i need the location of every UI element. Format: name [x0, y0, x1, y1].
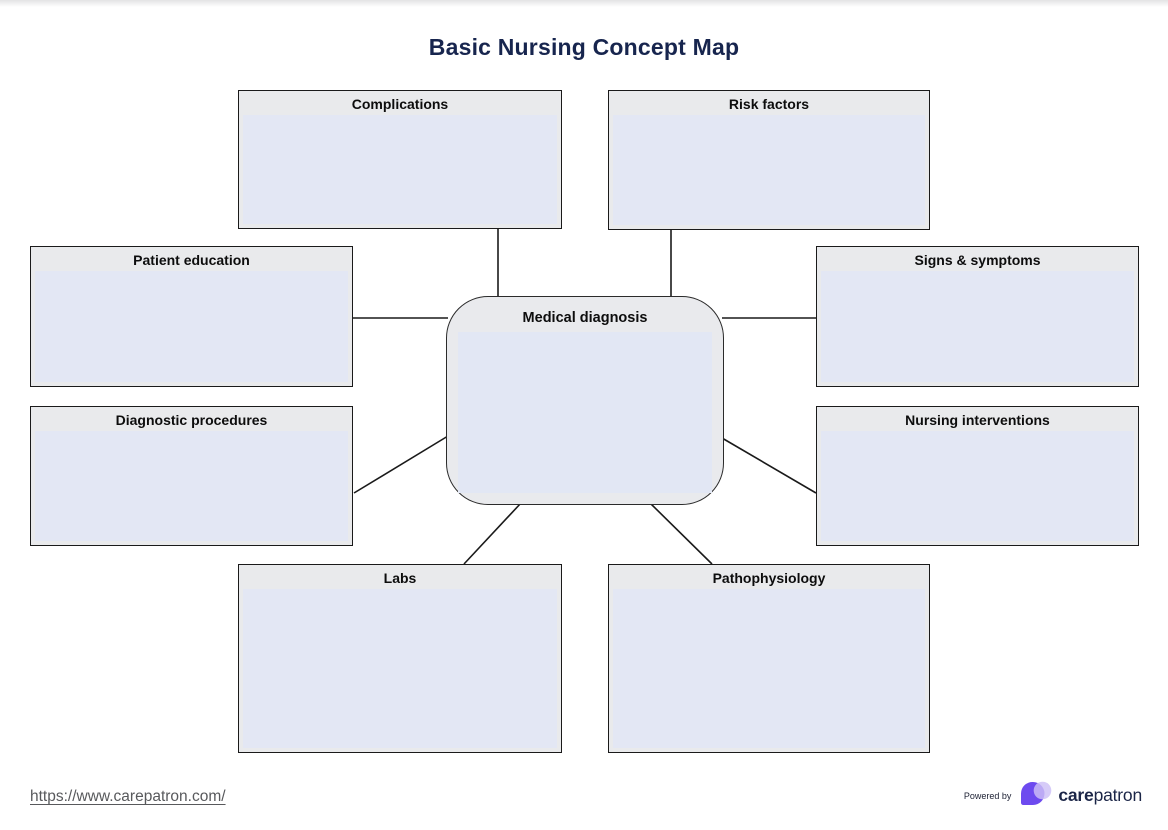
carepatron-url-link[interactable]: https://www.carepatron.com/	[30, 788, 226, 805]
node-label: Diagnostic procedures	[115, 412, 268, 428]
node-complications: Complications	[238, 90, 562, 229]
carepatron-logo-icon	[1021, 781, 1052, 805]
node-patient-education-field[interactable]	[35, 271, 348, 382]
top-edge-shadow	[0, 0, 1168, 7]
node-signs-symptoms: Signs & symptoms	[816, 246, 1139, 387]
node-nursing-interventions-field[interactable]	[821, 431, 1134, 541]
node-label: Nursing interventions	[905, 412, 1050, 428]
node-label: Complications	[351, 96, 449, 112]
node-risk-factors-field[interactable]	[613, 115, 925, 225]
node-signs-symptoms-field[interactable]	[821, 271, 1134, 382]
node-label: Patient education	[133, 252, 250, 268]
wordmark-patron: patron	[1093, 785, 1143, 805]
wordmark-care: care	[1058, 785, 1094, 805]
powered-by-label: Powered by	[963, 790, 1012, 801]
footer: https://www.carepatron.com/ Powered by c…	[0, 780, 1168, 816]
node-pathophysiology-field[interactable]	[613, 589, 925, 748]
node-label: Medical diagnosis	[522, 310, 648, 326]
node-diagnostic-procedures: Diagnostic procedures	[30, 406, 353, 546]
carepatron-brand-link[interactable]: Powered by carepatron	[964, 780, 1142, 811]
node-medical-diagnosis-field[interactable]	[458, 332, 712, 493]
node-nursing-interventions: Nursing interventions	[816, 406, 1139, 546]
page-title: Basic Nursing Concept Map	[428, 34, 740, 60]
node-patient-education: Patient education	[30, 246, 353, 387]
node-medical-diagnosis: Medical diagnosis	[446, 296, 724, 505]
node-label: Pathophysiology	[712, 570, 826, 586]
node-risk-factors: Risk factors	[608, 90, 930, 230]
node-complications-field[interactable]	[243, 115, 557, 224]
node-diagnostic-procedures-field[interactable]	[35, 431, 348, 541]
node-label: Signs & symptoms	[914, 252, 1041, 268]
node-pathophysiology: Pathophysiology	[608, 564, 930, 753]
node-label: Risk factors	[728, 96, 810, 112]
node-label: Labs	[383, 570, 417, 586]
carepatron-wordmark: carepatron	[1058, 785, 1142, 806]
node-labs-field[interactable]	[243, 589, 557, 748]
node-labs: Labs	[238, 564, 562, 753]
